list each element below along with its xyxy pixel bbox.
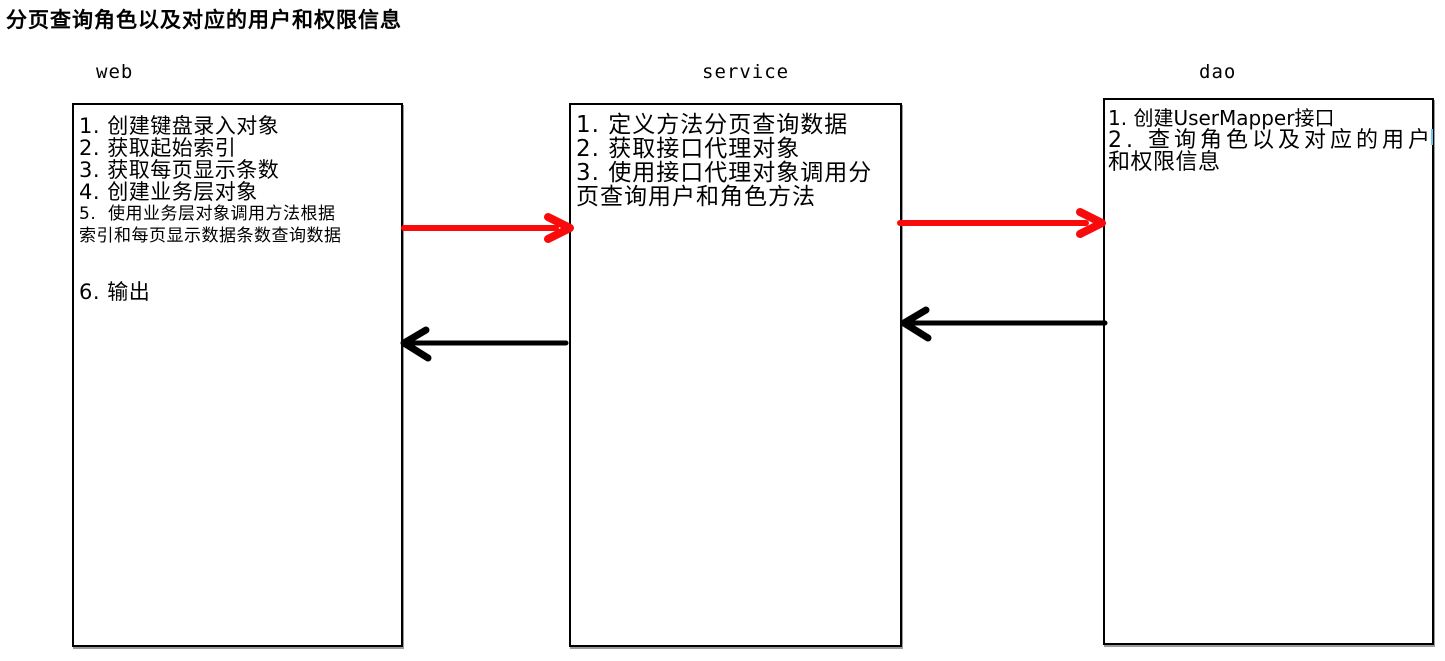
arrow-service-to-dao-icon [897,208,1106,238]
service-step-2: 2. 获取接口代理对象 [576,136,801,162]
dao-step-2-line-1: 2. 查询角色以及对应的用户 [1108,128,1434,153]
service-step-1: 1. 定义方法分页查询数据 [576,112,849,138]
web-step-6: 6. 输出 [79,280,151,304]
arrow-web-to-service-head [544,213,574,243]
arrow-service-to-dao-head [1076,208,1106,238]
web-step-5-line-2: 索引和每页显示数据条数查询数据 [79,226,342,246]
text-cursor [1431,129,1433,145]
lane-label-dao: dao [1199,61,1237,83]
lane-label-web: web [96,61,134,83]
arrow-dao-to-service-head [900,306,932,342]
lane-box-service: 1. 定义方法分页查询数据 2. 获取接口代理对象 3. 使用接口代理对象调用分… [569,103,902,647]
dao-step-2-line-2: 和权限信息 [1108,150,1221,175]
lane-label-service: service [702,61,790,83]
web-step-1: 1. 创建键盘录入对象 [79,114,280,138]
web-step-5-line-1: 5. 使用业务层对象调用方法根据 [79,204,336,224]
web-step-3: 3. 获取每页显示条数 [79,158,280,182]
service-step-3-line-2: 页查询用户和角色方法 [576,184,816,210]
page-title: 分页查询角色以及对应的用户和权限信息 [6,8,402,32]
web-step-2: 2. 获取起始索引 [79,136,237,160]
arrow-dao-to-service-icon [900,306,1108,342]
arrow-web-to-service-icon [401,213,574,243]
arrow-service-to-web-icon [400,326,569,362]
arrow-service-to-web-head [400,326,432,362]
lane-box-web: 1. 创建键盘录入对象 2. 获取起始索引 3. 获取每页显示条数 4. 创建业… [72,103,403,647]
web-step-4: 4. 创建业务层对象 [79,180,258,204]
service-step-3-line-1: 3. 使用接口代理对象调用分 [576,160,873,186]
lane-box-dao: 1. 创建UserMapper接口 2. 查询角色以及对应的用户 和权限信息 [1103,98,1434,645]
dao-step-1: 1. 创建UserMapper接口 [1108,106,1335,130]
